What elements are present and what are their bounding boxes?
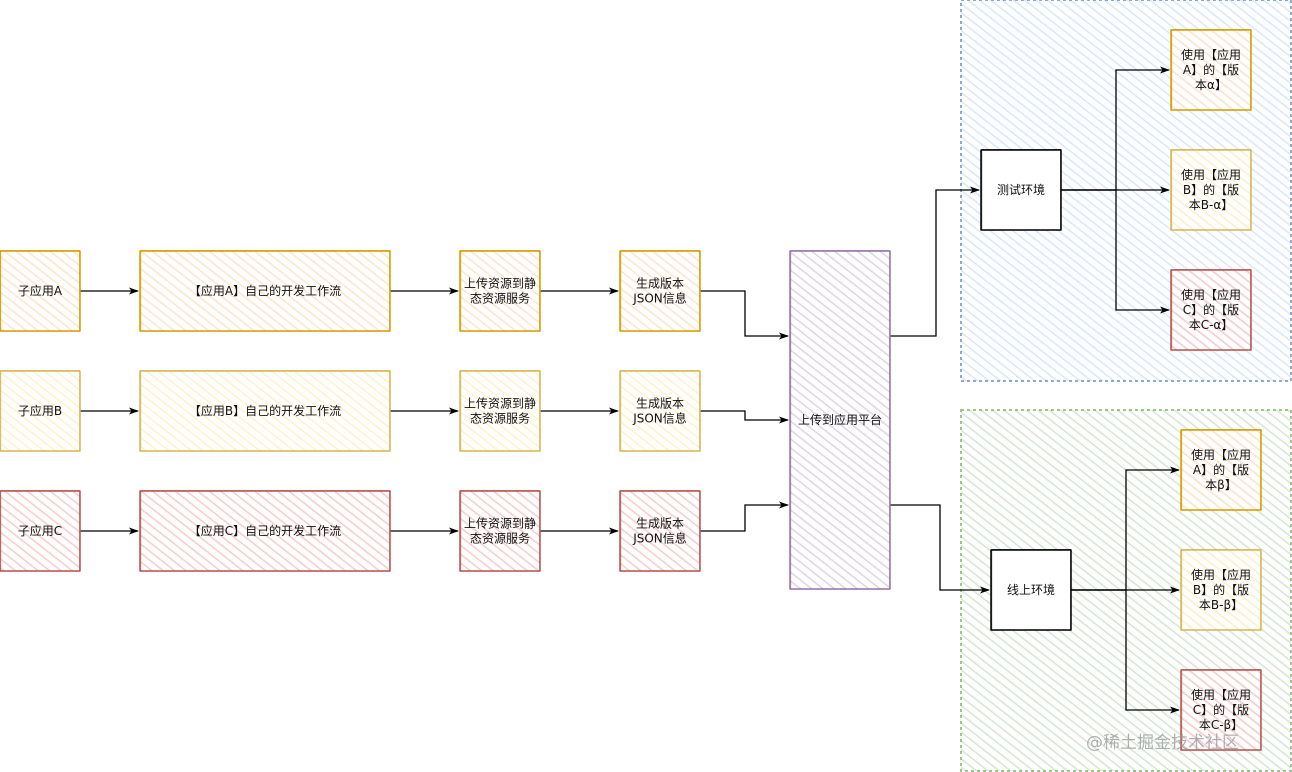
workflow-b-label-line: 【应用B】自己的开发工作流 <box>189 403 341 418</box>
edge-json-platform-c <box>700 501 789 532</box>
gen-json-b-label-line: 生成版本 <box>636 397 684 411</box>
test-version-a-label-line: A】的【版 <box>1183 62 1239 77</box>
prod-version-b: 使用【应用B】的【版本B-β】 <box>1180 549 1262 631</box>
upload-static-a-label-line: 态资源服务 <box>470 291 530 306</box>
upload-static-c-label-line: 上传资源到静 <box>464 516 536 531</box>
gen-json-c-label-line: 生成版本 <box>636 517 684 531</box>
test-version-a-label-line: 使用【应用 <box>1181 47 1241 62</box>
prod-version-a: 使用【应用A】的【版本β】 <box>1180 428 1262 511</box>
gen-json-a-label-line: 生成版本 <box>636 277 684 291</box>
test-version-b: 使用【应用B】的【版本B-α】 <box>1170 148 1252 231</box>
sub-app-b: 子应用B <box>0 369 81 452</box>
test-version-c: 使用【应用C】的【版本C-α】 <box>1170 268 1252 351</box>
edge-platform-test <box>890 186 980 337</box>
workflow-c: 【应用C】自己的开发工作流 <box>139 489 391 572</box>
test-version-b-label-line: B】的【版 <box>1183 182 1239 197</box>
test-version-c-label-line: 本C-α】 <box>1189 318 1234 332</box>
edge-json-platform-b <box>700 410 789 424</box>
workflow-a-label-line: 【应用A】自己的开发工作流 <box>189 283 341 298</box>
upload-static-b-label-line: 上传资源到静 <box>464 396 536 411</box>
prod-version-c-label-line: 本C-β】 <box>1199 718 1243 732</box>
edge-test-version-c <box>1061 189 1170 314</box>
sub-app-b-label-line: 子应用B <box>18 403 62 418</box>
workflow-c-label-line: 【应用C】自己的开发工作流 <box>189 523 341 538</box>
prod-version-b-label-line: B】的【版 <box>1193 582 1249 597</box>
sub-app-a: 子应用A <box>0 249 81 332</box>
gen-json-a-label-line: JSON信息 <box>632 291 687 306</box>
gen-json-c-label-line: JSON信息 <box>632 531 687 546</box>
upload-static-b-label-line: 态资源服务 <box>470 411 530 426</box>
upload-static-c-label-line: 态资源服务 <box>470 531 530 546</box>
prod-version-c: 使用【应用C】的【版本C-β】 <box>1180 669 1262 751</box>
prod-version-c-label-line: C】的【版 <box>1193 702 1249 717</box>
upload-platform-label-line: 上传到应用平台 <box>798 412 882 427</box>
workflow-a: 【应用A】自己的开发工作流 <box>139 249 391 332</box>
test-env-node-label-line: 测试环境 <box>997 182 1045 197</box>
sub-app-c-label-line: 子应用C <box>18 523 62 538</box>
edge-platform-prod <box>890 504 990 594</box>
test-version-a: 使用【应用A】的【版本α】 <box>1170 28 1252 111</box>
sub-app-c: 子应用C <box>0 489 81 572</box>
upload-static-a-label-line: 上传资源到静 <box>464 276 536 291</box>
test-version-a-label-line: 本α】 <box>1195 78 1227 92</box>
workflow-b: 【应用B】自己的开发工作流 <box>139 369 391 452</box>
prod-version-b-label-line: 使用【应用 <box>1191 567 1251 582</box>
test-version-b-label-line: 使用【应用 <box>1181 167 1241 182</box>
test-version-b-label-line: 本B-α】 <box>1189 198 1233 212</box>
prod-env-node: 线上环境 <box>990 549 1072 631</box>
prod-version-a-label-line: A】的【版 <box>1193 462 1249 477</box>
prod-version-a-label-line: 使用【应用 <box>1191 447 1251 462</box>
test-env-node: 测试环境 <box>980 148 1062 231</box>
edge-json-platform-a <box>700 290 789 340</box>
prod-version-a-label-line: 本β】 <box>1205 478 1237 492</box>
test-version-c-label-line: 使用【应用 <box>1181 287 1241 302</box>
gen-json-b-label-line: JSON信息 <box>632 411 687 426</box>
edge-prod-version-c <box>1071 589 1180 714</box>
prod-env-node-label-line: 线上环境 <box>1007 582 1055 597</box>
test-version-c-label-line: C】的【版 <box>1183 302 1239 317</box>
upload-platform: 上传到应用平台 <box>789 249 891 590</box>
prod-version-b-label-line: 本B-β】 <box>1199 598 1243 612</box>
prod-version-c-label-line: 使用【应用 <box>1191 687 1251 702</box>
sub-app-a-label-line: 子应用A <box>18 283 63 298</box>
watermark: @稀土掘金技术社区 <box>1086 733 1239 753</box>
